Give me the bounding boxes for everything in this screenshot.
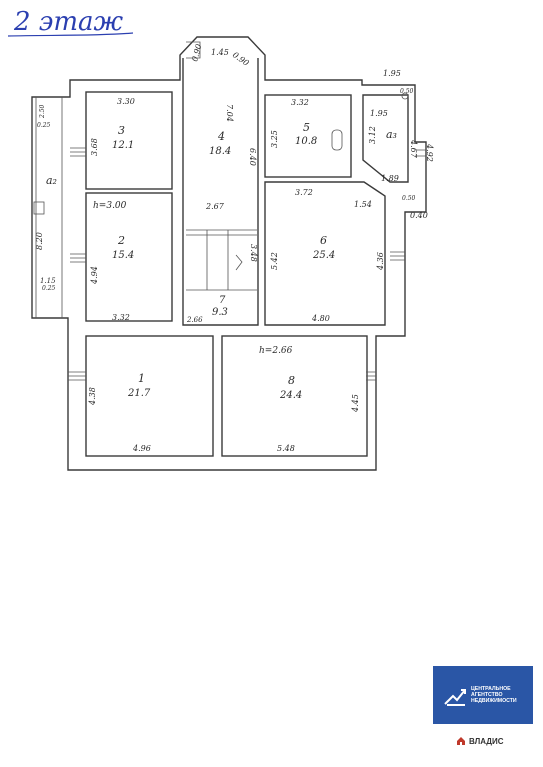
dim-label: 1.89	[381, 174, 399, 183]
dim-label: 3.32	[112, 313, 130, 322]
outer-walls	[31, 36, 427, 471]
room-3-id: 3	[118, 124, 125, 137]
dim-label: 3.25	[270, 130, 279, 148]
dim-label: 3.32	[291, 98, 309, 107]
dim-label: 4.45	[351, 394, 360, 413]
dim-label: 4.67	[409, 139, 418, 159]
room-3-area: 12.1	[112, 140, 134, 151]
room-5-id: 5	[303, 121, 310, 134]
floor-title-text: 2 этаж	[13, 7, 124, 37]
room-4-id: 4	[217, 130, 225, 143]
dim-label: 0.25	[42, 285, 56, 292]
annotation-h1: h=3.00	[93, 201, 127, 211]
dim-label: 4.80	[311, 314, 330, 323]
dim-label: 2.66	[186, 316, 203, 324]
logo-line-2: АГЕНТСТВО	[471, 692, 503, 699]
brand-mark: ВЛАДИС	[456, 735, 504, 747]
dim-label: 8.20	[35, 232, 44, 250]
dim-label: 0.90	[231, 50, 251, 68]
dim-label: 3.72	[295, 188, 313, 197]
dim-label: 4.94	[90, 266, 99, 285]
dim-label: 4.92	[425, 143, 434, 162]
brand-name: ВЛАДИС	[469, 736, 504, 746]
dim-label: 1.95	[370, 109, 388, 118]
room-5-area: 10.8	[295, 136, 317, 147]
dim-label: 2.50	[39, 104, 46, 119]
dim-label: 0.50	[402, 195, 416, 202]
room-labels: 3 12.1 4 18.4 5 10.8 2 15.4 6 25.4 7 9.3…	[112, 121, 335, 401]
dim-label: 4.36	[376, 252, 385, 271]
dim-label: 2.67	[205, 202, 225, 211]
room-6-area: 25.4	[312, 250, 335, 261]
dim-label: 5.48	[277, 444, 295, 453]
dim-label: 3.12	[368, 126, 377, 144]
room-6-id: 6	[320, 234, 327, 247]
dim-label: 3.30	[117, 97, 135, 106]
dim-label: 0.25	[37, 122, 51, 129]
annotation-a2: a₂	[46, 174, 57, 187]
logo-line-3: НЕДВИЖИМОСТИ	[471, 698, 517, 705]
dim-label: 4.96	[132, 444, 151, 453]
logo-text: ЦЕНТРАЛЬНОЕ АГЕНТСТВО НЕДВИЖИМОСТИ	[471, 686, 531, 705]
room-1-area: 21.7	[127, 388, 151, 399]
room-8-area: 24.4	[279, 390, 302, 401]
annotation-a3: a₃	[386, 128, 397, 141]
dim-label: 4.38	[88, 387, 97, 406]
dim-label: 1.54	[354, 200, 372, 209]
dim-label: 5.42	[270, 252, 279, 270]
dim-label: 0.40	[410, 211, 428, 220]
dim-label: 7.04	[225, 104, 234, 122]
dim-label: 1.95	[383, 69, 401, 78]
dim-label: 0.50	[400, 88, 414, 95]
floor-title: 2 этаж	[7, 7, 134, 37]
dim-label: 0.90	[190, 43, 203, 63]
interior-walls	[85, 58, 409, 457]
annotations: a₂ a₃ h=3.00 h=2.66	[46, 128, 397, 356]
windows	[33, 92, 426, 381]
room-8-id: 8	[288, 374, 295, 387]
dimension-labels: 0.90 1.45 0.90 7.04 3.30 3.68 3.32 3.25 …	[35, 43, 434, 453]
logo-line-1: ЦЕНТРАЛЬНОЕ	[471, 686, 511, 692]
house-graph-icon	[444, 689, 466, 706]
house-icon	[457, 737, 465, 745]
dim-label: 1.45	[211, 48, 229, 57]
agency-logo: ЦЕНТРАЛЬНОЕ АГЕНТСТВО НЕДВИЖИМОСТИ	[433, 666, 533, 724]
room-2-area: 15.4	[112, 250, 134, 261]
dim-label: 3.48	[249, 244, 258, 262]
room-7-area: 9.3	[212, 307, 228, 318]
room-7-id: 7	[219, 295, 226, 306]
room-2-id: 2	[117, 234, 125, 247]
dim-label: 1.15	[40, 277, 56, 285]
room-4-area: 18.4	[209, 146, 231, 157]
annotation-h2: h=2.66	[259, 346, 293, 356]
dim-label: 3.68	[90, 138, 99, 156]
dim-label: 6.40	[248, 148, 257, 166]
room-1-id: 1	[138, 372, 145, 385]
